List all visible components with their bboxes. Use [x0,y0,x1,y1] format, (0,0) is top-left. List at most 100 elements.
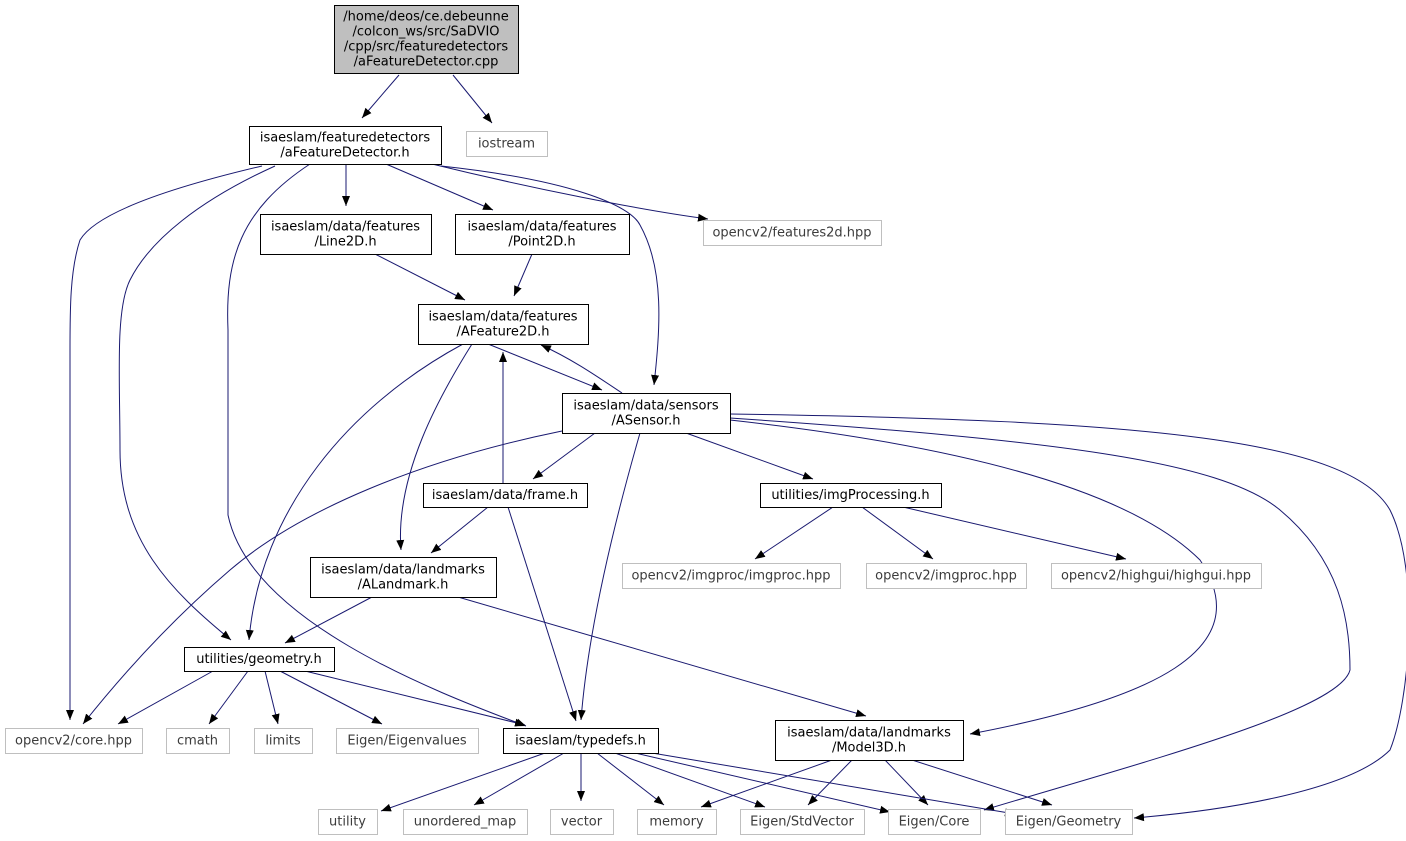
node-box [866,563,1027,589]
node-label-line: isaeslam/featuredetectors [260,131,431,146]
node-box [550,809,614,835]
edge-asensor-to-eigengeometry [729,413,1406,822]
edge-featdet_h-to-corehpp [66,165,263,720]
node-featdet-h[interactable]: isaeslam/featuredetectors/aFeatureDetect… [249,126,442,165]
node-utility: utility [318,809,378,835]
edge-typedefs-to-memory [596,752,665,806]
node-iostream: iostream [466,131,548,157]
node-alandmark[interactable]: isaeslam/data/landmarks/ALandmark.h [310,557,497,598]
node-label-line: /cpp/src/featuredetectors [344,40,509,55]
node-stdvector: Eigen/StdVector [740,809,865,835]
node-label-line: utility [329,815,366,830]
node-line2d[interactable]: isaeslam/data/features/Line2D.h [260,214,432,255]
node-label-line: iostream [478,137,535,152]
node-box [166,728,230,754]
node-box [310,557,497,598]
edge-point2d-to-afeature2d [513,253,533,297]
node-box [1005,809,1133,835]
edge-imgprocessing-to-imgproc_imgproc [754,506,834,560]
node-box [260,214,432,255]
edge-afeature2d-to-asensor [487,343,603,391]
edge-typedefs-to-utility [380,752,546,812]
node-point2d[interactable]: isaeslam/data/features/Point2D.h [455,214,630,255]
node-root: /home/deos/ce.debeunne/colcon_ws/src/SaD… [334,5,519,74]
node-box [503,728,659,754]
node-typedefs[interactable]: isaeslam/typedefs.h [503,728,659,754]
node-unordered-map: unordered_map [403,809,528,835]
node-limits: limits [254,728,313,754]
edge-imgprocessing-to-highgui [902,506,1127,561]
node-corehpp: opencv2/core.hpp [5,728,143,754]
node-imgproc-imgproc: opencv2/imgproc/imgproc.hpp [622,563,841,589]
edge-asensor-to-frame [532,432,596,480]
node-box [254,728,313,754]
edge-alandmark-to-geometry [284,596,373,644]
node-label-line: isaeslam/data/landmarks [321,563,485,578]
edge-featdet_h-to-point2d [385,163,494,211]
node-label-line: isaeslam/data/features [467,220,616,235]
node-label-line: Eigen/Eigenvalues [347,734,467,749]
node-label-line: opencv2/highgui/highgui.hpp [1061,569,1251,584]
node-box [888,809,981,835]
node-label-line: isaeslam/data/features [271,220,420,235]
node-label-line: isaeslam/data/landmarks [787,726,951,741]
edge-typedefs-to-eigencore [634,752,891,814]
node-label-line: opencv2/imgproc.hpp [875,569,1017,584]
node-label-line: unordered_map [414,815,517,830]
node-box [775,720,964,761]
node-label-line: isaeslam/data/sensors [573,399,718,414]
node-label-line: Eigen/Core [899,815,970,830]
node-box [184,647,335,672]
node-label-line: /aFeatureDetector.h [280,146,409,161]
node-box [562,393,731,434]
node-box [423,483,588,508]
node-imgproc: opencv2/imgproc.hpp [866,563,1027,589]
node-label-line: utilities/imgProcessing.h [771,488,929,503]
nodes-layer: /home/deos/ce.debeunne/colcon_ws/src/SaD… [5,5,1262,835]
node-label-line: /ASensor.h [611,414,680,429]
node-box [455,214,630,255]
edge-imgprocessing-to-imgproc [861,506,934,560]
node-box [5,728,143,754]
node-label-line: /ALandmark.h [358,578,449,593]
edge-alandmark-to-model3d [457,596,867,718]
node-label-line: /Model3D.h [832,741,906,756]
edge-geometry-to-limits [264,670,280,725]
node-frame[interactable]: isaeslam/data/frame.h [423,483,588,508]
node-label-line: isaeslam/data/features [428,310,577,325]
node-label-line: /aFeatureDetector.cpp [354,55,499,70]
edge-asensor-to-afeature2d [540,344,623,394]
node-model3d[interactable]: isaeslam/data/landmarks/Model3D.h [775,720,964,761]
node-label-line: opencv2/core.hpp [15,734,132,749]
edge-asensor-to-typedefs [577,432,641,721]
edge-asensor-to-corehpp [82,430,563,725]
edge-frame-to-alandmark [430,506,489,554]
edge-model3d-to-eigencore [884,759,929,806]
edge-asensor-to-imgprocessing [685,432,814,480]
edge-frame-to-typedefs [507,506,577,722]
node-box [336,728,479,754]
node-box [1051,563,1262,589]
node-box [334,5,519,74]
edge-model3d-to-eigengeometry [911,759,1053,806]
edge-geometry-to-cmath [208,670,249,725]
edge-geometry-to-eigenvalues [279,670,383,725]
edge-line2d-to-afeature2d [374,253,466,301]
node-label-line: opencv2/imgproc/imgproc.hpp [631,569,830,584]
edge-afeature2d-to-geometry [245,343,464,641]
node-eigenvalues: Eigen/Eigenvalues [336,728,479,754]
node-label-line: memory [649,815,704,830]
node-afeature2d[interactable]: isaeslam/data/features/AFeature2D.h [418,304,589,345]
node-geometry[interactable]: utilities/geometry.h [184,647,335,672]
edge-typedefs-to-unordered_map [473,752,565,806]
edge-root-to-featdet_h [361,74,400,119]
node-imgprocessing[interactable]: utilities/imgProcessing.h [760,483,942,508]
node-cmath: cmath [166,728,230,754]
node-box [418,304,589,345]
node-label-line: opencv2/features2d.hpp [712,226,871,241]
node-asensor[interactable]: isaeslam/data/sensors/ASensor.h [562,393,731,434]
node-label-line: /AFeature2D.h [456,325,549,340]
edge-afeature2d-to-alandmark [396,343,473,551]
node-eigengeometry: Eigen/Geometry [1005,809,1133,835]
node-label-line: vector [561,815,603,830]
